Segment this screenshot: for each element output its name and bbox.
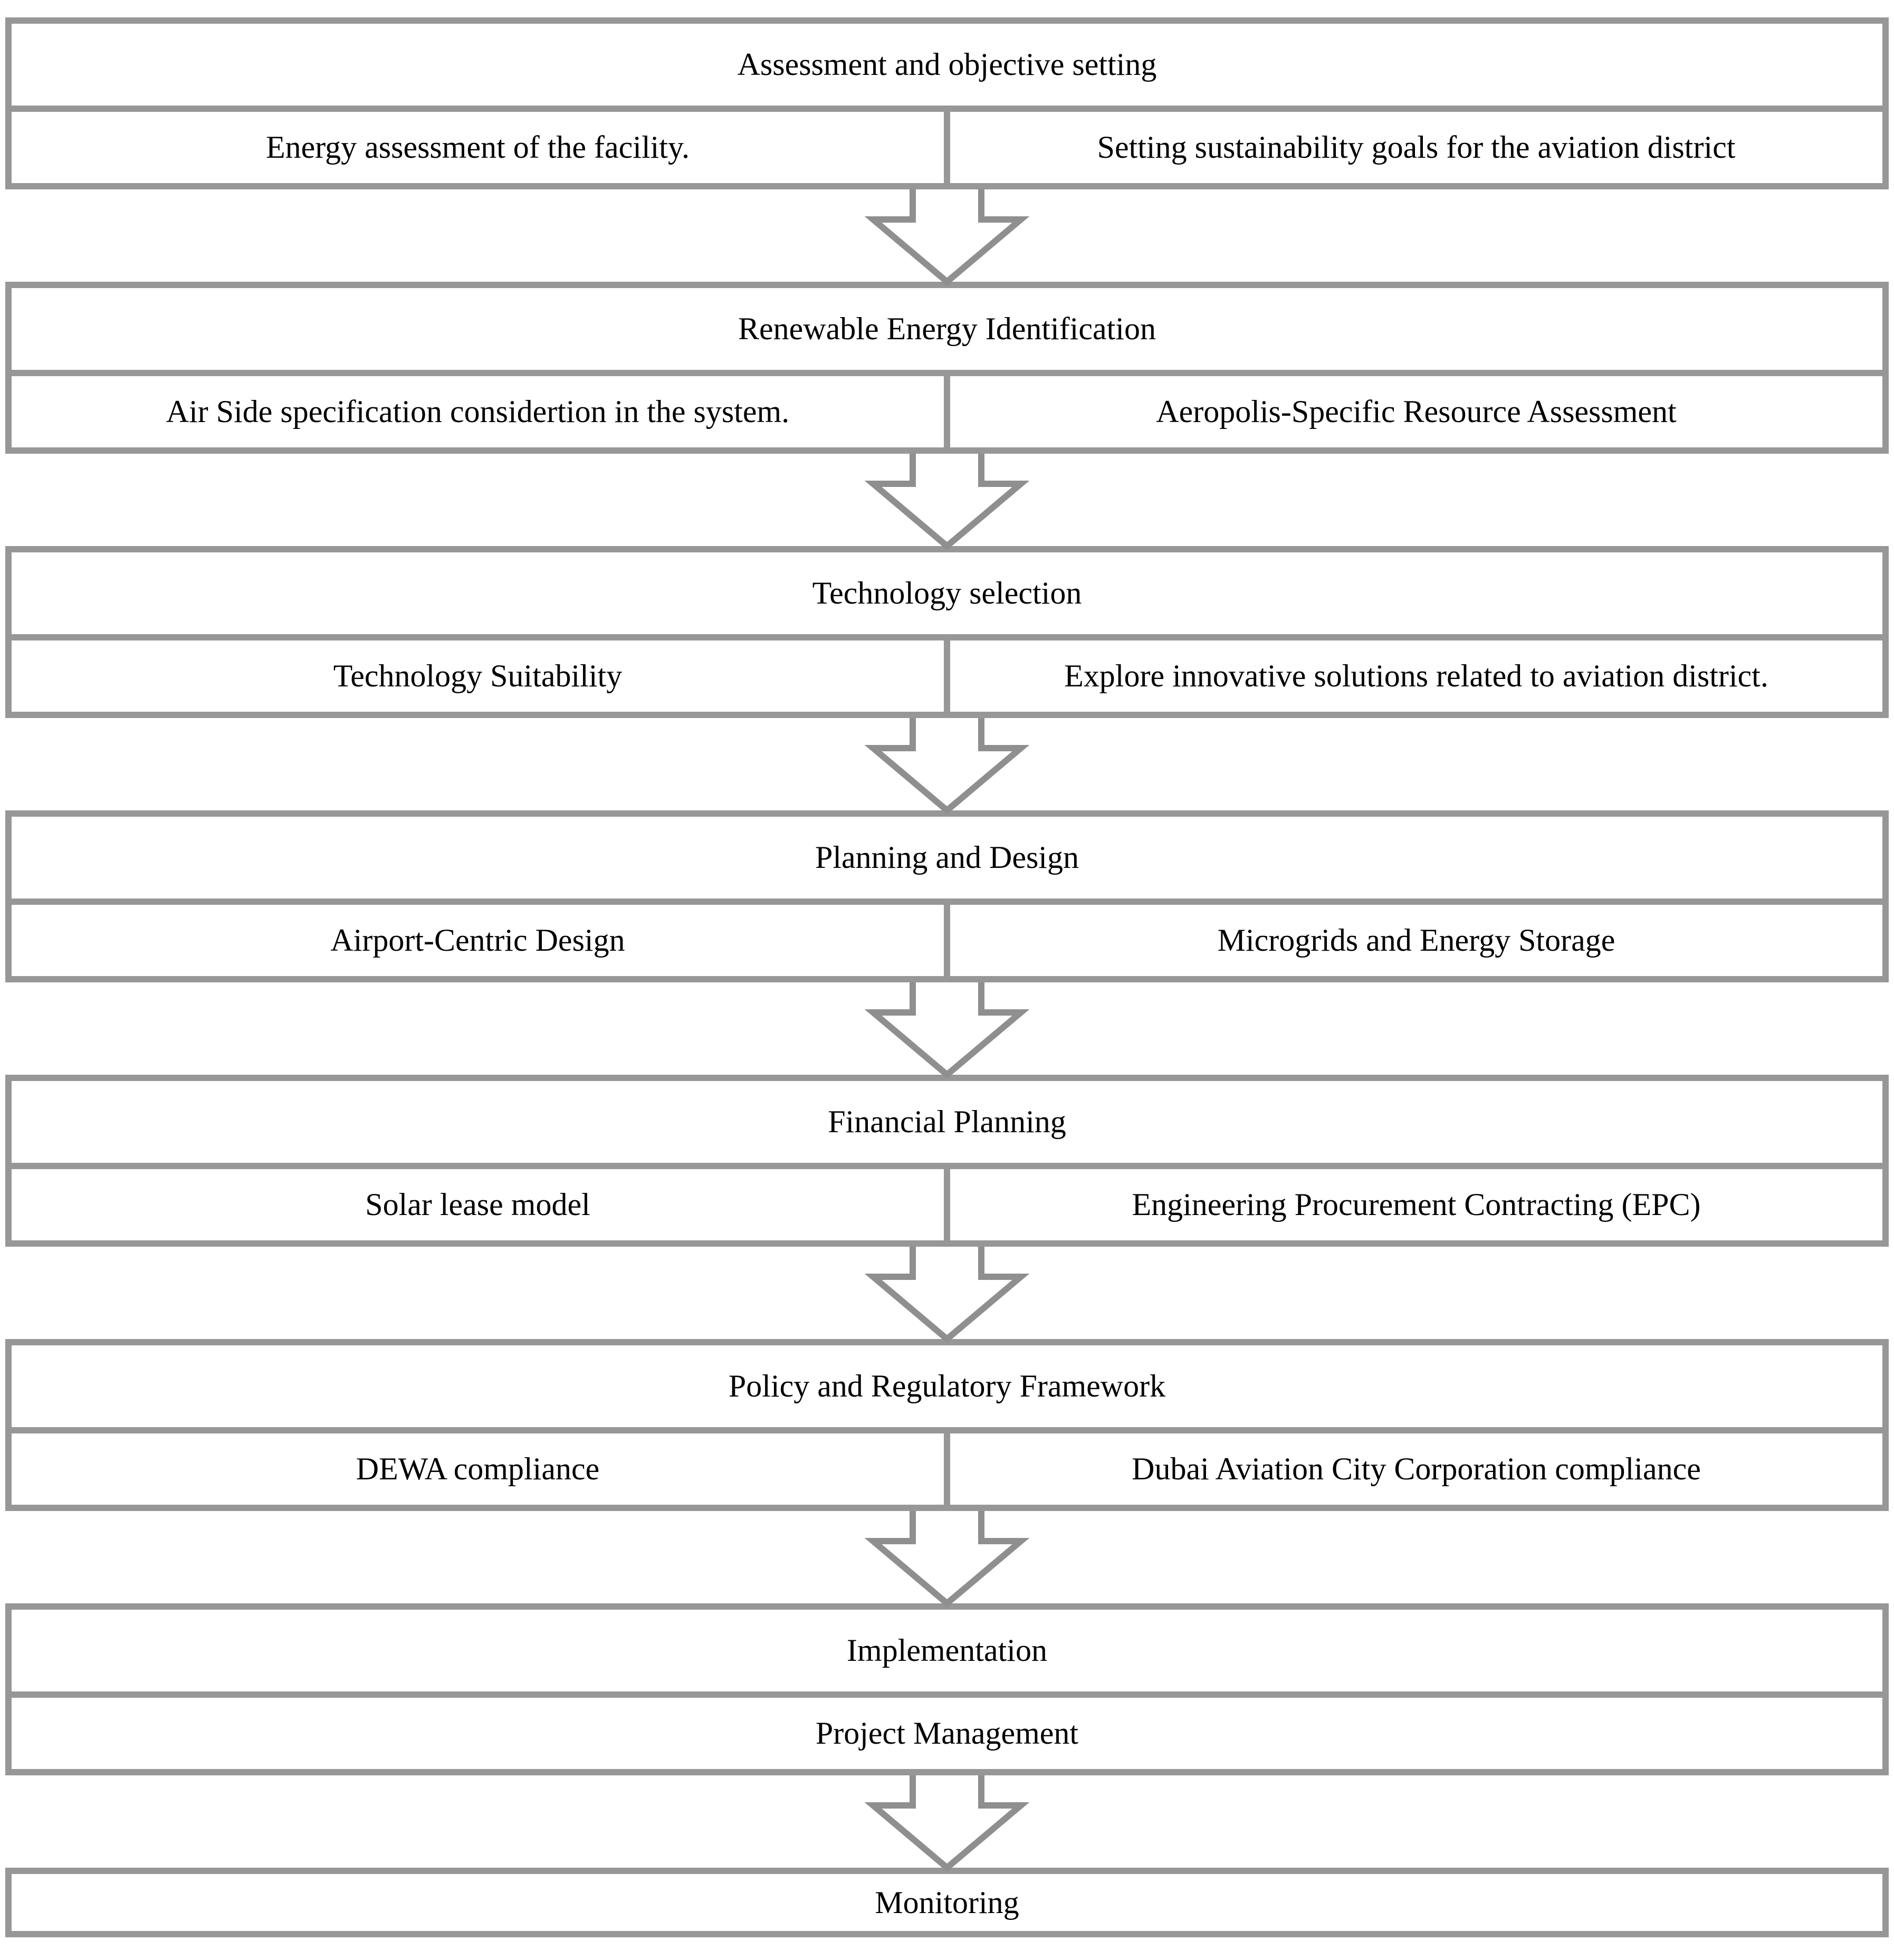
flow-connector [5, 1511, 1889, 1608]
flow-step-implementation: Implementation Project Management [5, 1603, 1889, 1775]
step-item-text: Microgrids and Energy Storage [1217, 922, 1615, 958]
step-item-text: Energy assessment of the facility. [265, 129, 690, 165]
down-arrow-icon [864, 1511, 1030, 1608]
step-item-text: Engineering Procurement Contracting (EPC… [1132, 1187, 1701, 1222]
step-title-text: Assessment and objective setting [737, 47, 1157, 82]
step-item-cell: Air Side specification considertion in t… [12, 376, 944, 447]
step-item-text: Airport-Centric Design [330, 922, 625, 958]
step-title: Assessment and objective setting [12, 24, 1882, 106]
flow-connector [5, 982, 1889, 1079]
step-item-text: Technology Suitability [333, 658, 623, 693]
step-title: Financial Planning [12, 1081, 1882, 1163]
step-item-text: DEWA compliance [356, 1451, 600, 1486]
step-title-text: Monitoring [875, 1885, 1019, 1920]
down-arrow-icon [864, 1775, 1030, 1872]
step-items-row: Technology Suitability Explore innovativ… [12, 634, 1882, 712]
flow-step-assessment: Assessment and objective setting Energy … [5, 17, 1889, 189]
step-title: Monitoring [12, 1874, 1882, 1931]
step-item-cell: Setting sustainability goals for the avi… [944, 112, 1882, 183]
step-item-cell: Microgrids and Energy Storage [944, 905, 1882, 976]
step-item-cell: Solar lease model [12, 1169, 944, 1240]
down-arrow-icon [864, 454, 1030, 550]
step-item-text: Solar lease model [365, 1187, 590, 1222]
flow-connector [5, 1247, 1889, 1343]
step-item-cell: Explore innovative solutions related to … [944, 640, 1882, 712]
step-items-row: Project Management [12, 1691, 1882, 1769]
step-item-text: Aeropolis-Specific Resource Assessment [1156, 394, 1677, 429]
flow-step-monitoring: Monitoring [5, 1868, 1889, 1937]
step-title-text: Financial Planning [828, 1104, 1066, 1139]
flow-step-planning-and-design: Planning and Design Airport-Centric Desi… [5, 810, 1889, 982]
step-items-row: Airport-Centric Design Microgrids and En… [12, 898, 1882, 976]
down-arrow-icon [864, 189, 1030, 286]
step-item-text: Air Side specification considertion in t… [166, 394, 790, 429]
step-item-text: Setting sustainability goals for the avi… [1097, 129, 1736, 165]
flow-connector [5, 189, 1889, 286]
step-items-row: Air Side specification considertion in t… [12, 370, 1882, 447]
step-item-text: Project Management [815, 1715, 1079, 1751]
step-items-row: DEWA compliance Dubai Aviation City Corp… [12, 1427, 1882, 1505]
flow-step-financial-planning: Financial Planning Solar lease model Eng… [5, 1075, 1889, 1247]
step-title: Renewable Energy Identification [12, 288, 1882, 370]
flow-connector [5, 718, 1889, 815]
down-arrow-icon [864, 1247, 1030, 1343]
step-title: Implementation [12, 1610, 1882, 1691]
step-item-text: Explore innovative solutions related to … [1064, 658, 1768, 693]
step-item-cell: Airport-Centric Design [12, 905, 944, 976]
step-item-text: Dubai Aviation City Corporation complian… [1132, 1451, 1701, 1486]
step-item-cell: DEWA compliance [12, 1433, 944, 1505]
step-title: Policy and Regulatory Framework [12, 1345, 1882, 1427]
flow-step-technology-selection: Technology selection Technology Suitabil… [5, 546, 1889, 718]
flow-step-policy-regulatory: Policy and Regulatory Framework DEWA com… [5, 1339, 1889, 1511]
step-title-text: Policy and Regulatory Framework [728, 1369, 1166, 1403]
step-title-text: Implementation [847, 1633, 1047, 1668]
step-item-cell: Technology Suitability [12, 640, 944, 712]
step-item-cell: Energy assessment of the facility. [12, 112, 944, 183]
flow-connector [5, 1775, 1889, 1872]
down-arrow-icon [864, 982, 1030, 1079]
flow-step-renewable-energy-identification: Renewable Energy Identification Air Side… [5, 282, 1889, 454]
step-title-text: Planning and Design [815, 840, 1079, 875]
step-item-cell: Project Management [12, 1698, 1882, 1769]
down-arrow-icon [864, 718, 1030, 815]
step-title: Planning and Design [12, 817, 1882, 898]
step-item-cell: Engineering Procurement Contracting (EPC… [944, 1169, 1882, 1240]
step-title: Technology selection [12, 552, 1882, 634]
step-items-row: Solar lease model Engineering Procuremen… [12, 1163, 1882, 1240]
step-title-text: Renewable Energy Identification [738, 311, 1156, 346]
step-title-text: Technology selection [812, 576, 1082, 610]
step-items-row: Energy assessment of the facility. Setti… [12, 106, 1882, 183]
step-item-cell: Dubai Aviation City Corporation complian… [944, 1433, 1882, 1505]
flow-connector [5, 454, 1889, 550]
step-item-cell: Aeropolis-Specific Resource Assessment [944, 376, 1882, 447]
